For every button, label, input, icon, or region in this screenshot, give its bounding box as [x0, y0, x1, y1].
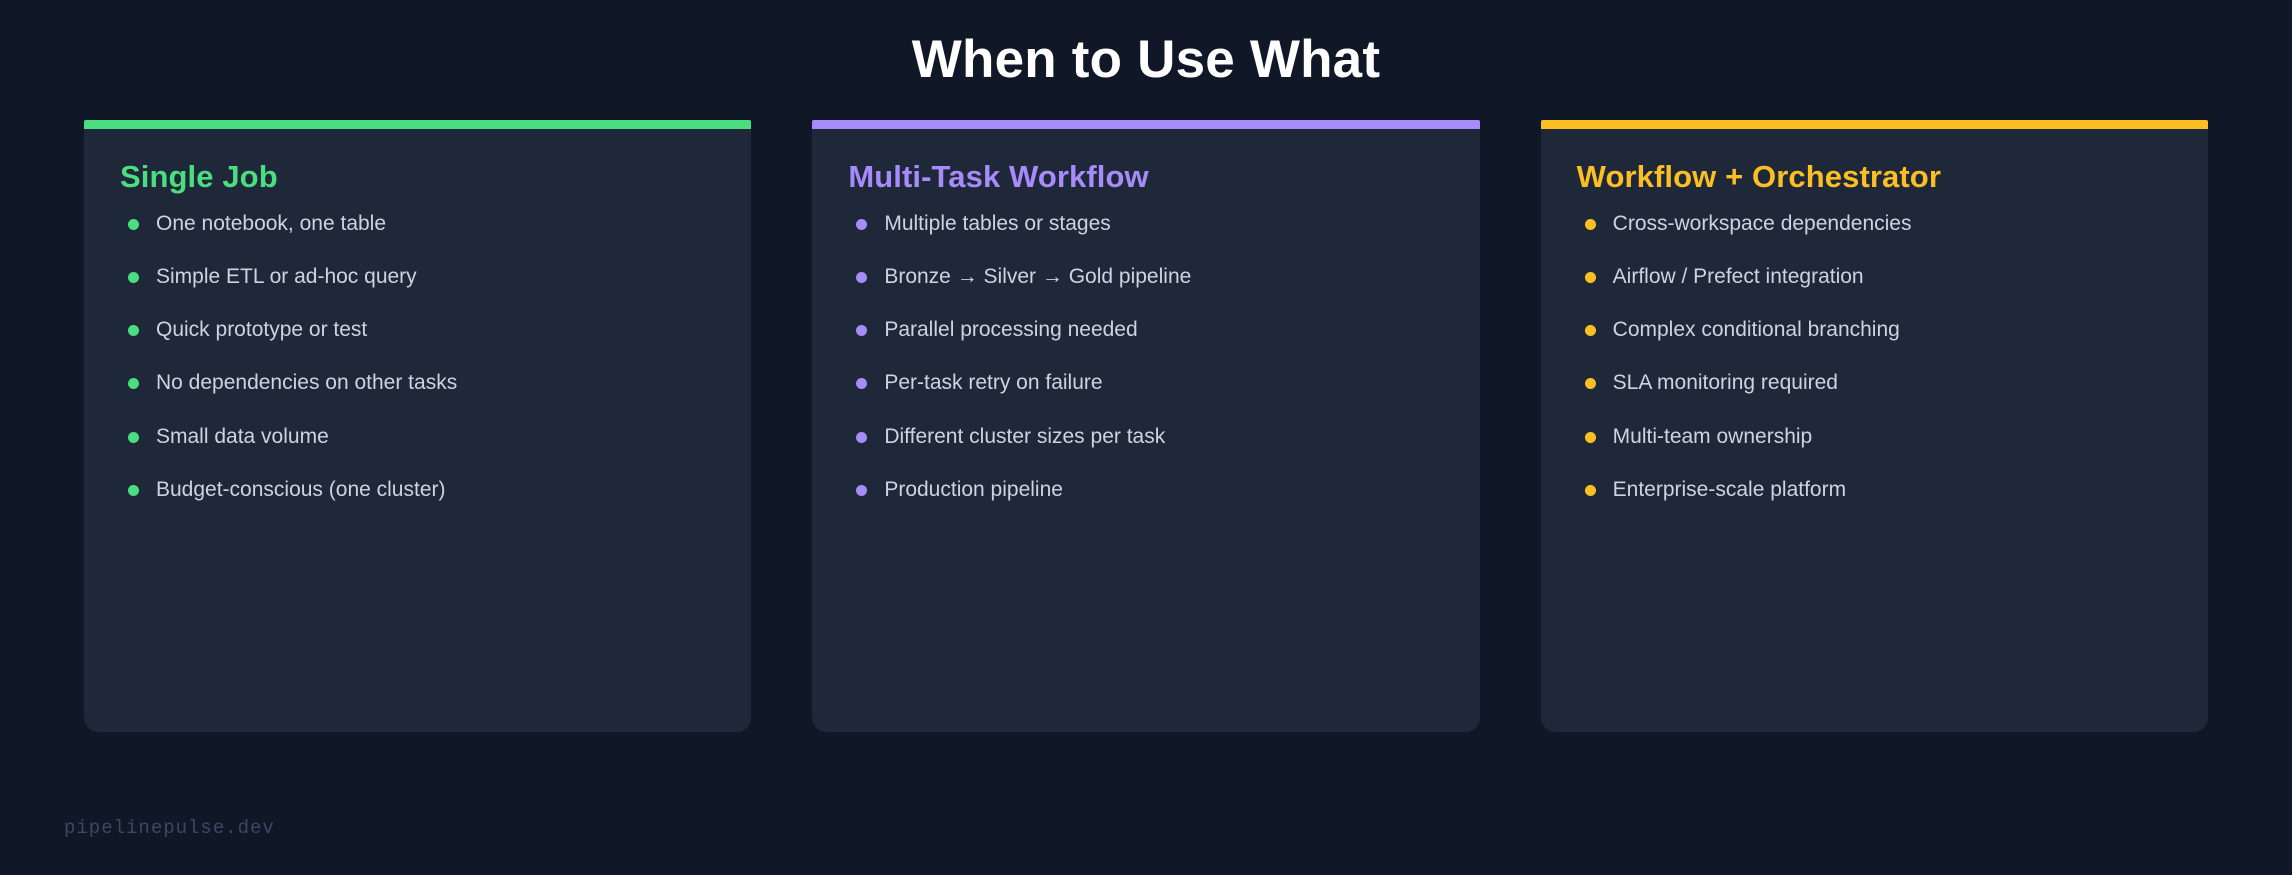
- card-accent-bar: [84, 119, 752, 129]
- bullet-dot-icon: [128, 484, 139, 496]
- card-accent-bar: [1540, 119, 2208, 129]
- list-item-label: Budget-conscious (one cluster): [156, 477, 446, 501]
- bullet-dot-icon: [856, 378, 868, 390]
- list-item: No dependencies on other tasks: [120, 370, 715, 396]
- bullet-dot-icon: [1584, 484, 1596, 496]
- list-item: Airflow / Prefect integration: [1577, 264, 2172, 290]
- list-item: Simple ETL or ad-hoc query: [120, 264, 715, 290]
- page-title: When to Use What: [911, 30, 1381, 89]
- card-title: Single Job: [120, 158, 278, 194]
- list-item-label: Complex conditional branching: [1612, 318, 1900, 342]
- card-accent-bar: [812, 119, 1480, 129]
- list-item: Production pipeline: [848, 477, 1443, 503]
- list-item: Bronze → Silver → Gold pipeline: [848, 264, 1443, 290]
- card-title: Multi-Task Workflow: [848, 158, 1149, 194]
- list-item: Parallel processing needed: [848, 317, 1443, 343]
- bullet-dot-icon: [128, 378, 139, 390]
- list-item-label: Multi-team ownership: [1612, 424, 1813, 448]
- list-item: Budget-conscious (one cluster): [120, 477, 715, 503]
- list-item-label: Small data volume: [156, 424, 329, 448]
- list-item-label: Production pipeline: [884, 477, 1063, 501]
- list-item: Multiple tables or stages: [848, 211, 1443, 237]
- bullet-dot-icon: [128, 325, 139, 337]
- list-item-label: SLA monitoring required: [1612, 371, 1838, 395]
- bullet-dot-icon: [856, 325, 868, 337]
- list-item: Quick prototype or test: [120, 317, 715, 343]
- bullet-dot-icon: [856, 218, 868, 230]
- list-item-label: One notebook, one table: [156, 211, 387, 235]
- bullet-dot-icon: [856, 271, 868, 283]
- list-item-label: Per-task retry on failure: [884, 371, 1103, 395]
- list-item: Small data volume: [120, 424, 715, 450]
- list-item-label: Multiple tables or stages: [884, 211, 1111, 235]
- list-item: Cross-workspace dependencies: [1577, 211, 2172, 237]
- list-item-label: Parallel processing needed: [884, 318, 1138, 342]
- list-item-label: No dependencies on other tasks: [156, 371, 458, 395]
- list-item-label: Quick prototype or test: [156, 318, 368, 342]
- list-item: Different cluster sizes per task: [848, 424, 1443, 450]
- list-item: Per-task retry on failure: [848, 370, 1443, 396]
- footer-watermark: pipelinepulse.dev: [64, 817, 275, 839]
- list-item-label: Bronze → Silver → Gold pipeline: [884, 264, 1192, 288]
- bullet-dot-icon: [128, 271, 139, 283]
- bullet-dot-icon: [128, 431, 139, 443]
- list-item-label: Different cluster sizes per task: [884, 424, 1166, 448]
- bullet-dot-icon: [856, 484, 868, 496]
- list-item-label: Simple ETL or ad-hoc query: [156, 264, 417, 288]
- list-item: SLA monitoring required: [1577, 370, 2172, 396]
- list-item: Multi-team ownership: [1577, 424, 2172, 450]
- bullet-dot-icon: [1584, 378, 1596, 390]
- card-title: Workflow + Orchestrator: [1576, 158, 1941, 194]
- bullet-dot-icon: [1584, 325, 1596, 337]
- bullet-dot-icon: [1584, 431, 1596, 443]
- list-item: One notebook, one table: [120, 211, 715, 237]
- bullet-dot-icon: [856, 431, 868, 443]
- list-item: Enterprise-scale platform: [1577, 477, 2172, 503]
- list-item-label: Airflow / Prefect integration: [1612, 264, 1864, 288]
- bullet-dot-icon: [128, 218, 139, 230]
- list-item-label: Cross-workspace dependencies: [1612, 211, 1912, 235]
- bullet-dot-icon: [1584, 271, 1596, 283]
- bullet-dot-icon: [1584, 218, 1596, 230]
- list-item-label: Enterprise-scale platform: [1612, 477, 1847, 501]
- list-item: Complex conditional branching: [1577, 317, 2172, 343]
